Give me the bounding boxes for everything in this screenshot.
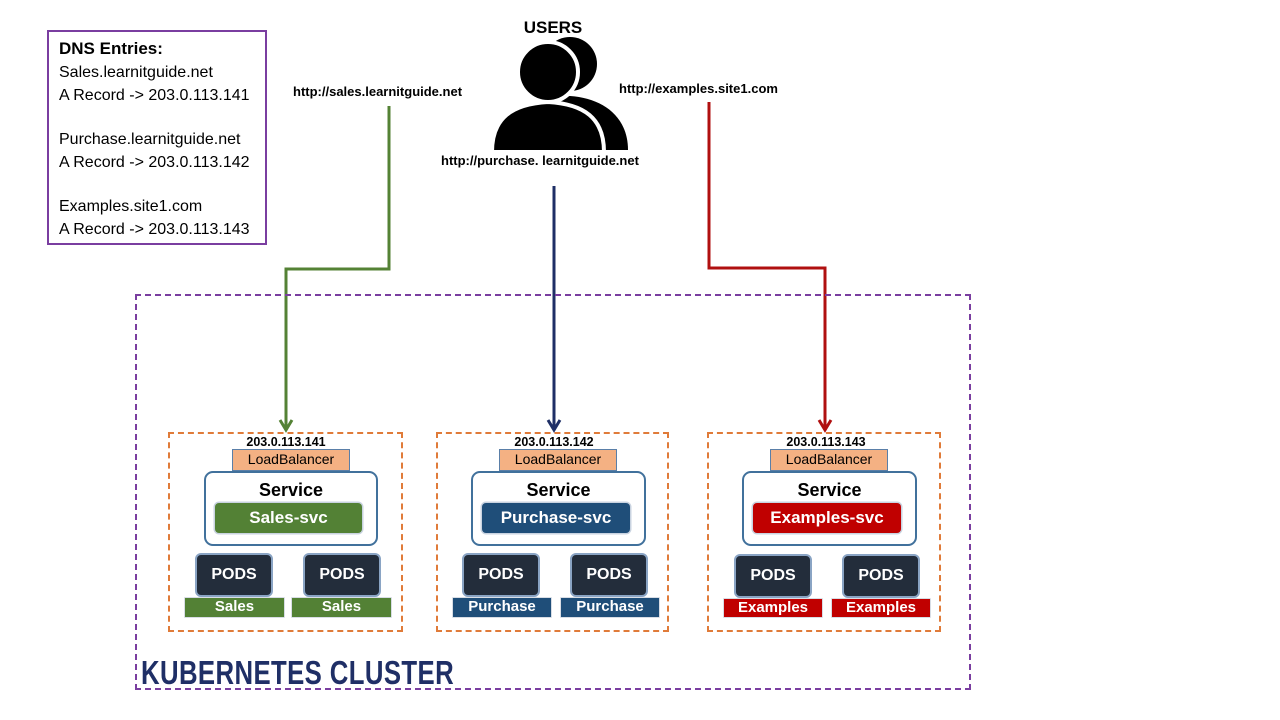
cluster-label: KUBERNETES CLUSTER [141, 654, 455, 691]
examples-svc: Examples-svc [753, 503, 901, 533]
pod-label: Sales [184, 597, 285, 618]
pod: PODS [734, 554, 812, 598]
pod-label: Examples [723, 598, 823, 618]
pod-label: Sales [291, 597, 392, 618]
pod: PODS [462, 553, 540, 597]
dns-entries-box: DNS Entries: Sales.learnitguide.net A Re… [47, 30, 267, 245]
purchase-arrowhead [546, 419, 562, 433]
examples-connector [707, 102, 827, 428]
dns-host: Examples.site1.com [59, 198, 203, 215]
load-balancer: LoadBalancer [499, 449, 617, 471]
dns-record: A Record -> 203.0.113.142 [59, 153, 250, 171]
dns-record: A Record -> 203.0.113.143 [59, 220, 250, 238]
purchase-service-group [436, 432, 669, 632]
load-balancer: LoadBalancer [770, 449, 888, 471]
users-group-icon [489, 37, 628, 152]
ip-address: 203.0.113.141 [246, 435, 326, 449]
purchase-svc: Purchase-svc [482, 503, 630, 533]
dns-host: Sales.learnitguide.net [59, 64, 213, 81]
pod: PODS [303, 553, 381, 597]
sales-svc: Sales-svc [215, 503, 362, 533]
service-box: Service Examples-svc [742, 471, 917, 546]
pod: PODS [570, 553, 648, 597]
service-title: Service [258, 480, 324, 500]
pod: PODS [195, 553, 273, 597]
pod: PODS [842, 554, 920, 598]
service-title: Service [526, 480, 591, 500]
dns-record: A Record -> 203.0.113.141 [59, 86, 250, 104]
kubernetes-cluster-box [135, 294, 971, 690]
dns-title: DNS Entries: [59, 39, 163, 58]
sales-service-group [168, 432, 403, 632]
users-title: USERS [523, 18, 583, 37]
sales-connector [284, 106, 391, 428]
pod-label: Purchase [560, 597, 660, 618]
pod-label: Examples [831, 598, 931, 618]
pod-label: Purchase [452, 597, 552, 618]
dns-host: Purchase.learnitguide.net [59, 131, 241, 148]
examples-arrowhead [817, 419, 833, 433]
service-title: Service [797, 480, 862, 500]
examples-url: http://examples.site1.com [619, 81, 778, 96]
purchase-url: http://purchase. learnitguide.net [441, 153, 639, 168]
ip-address: 203.0.113.142 [514, 435, 594, 449]
sales-arrowhead [278, 419, 294, 433]
service-box: Service Purchase-svc [471, 471, 646, 546]
service-box: Service Sales-svc [204, 471, 378, 546]
examples-service-group [707, 432, 941, 632]
ip-address: 203.0.113.143 [786, 435, 866, 449]
sales-url: http://sales.learnitguide.net [293, 84, 463, 99]
load-balancer: LoadBalancer [232, 449, 350, 471]
